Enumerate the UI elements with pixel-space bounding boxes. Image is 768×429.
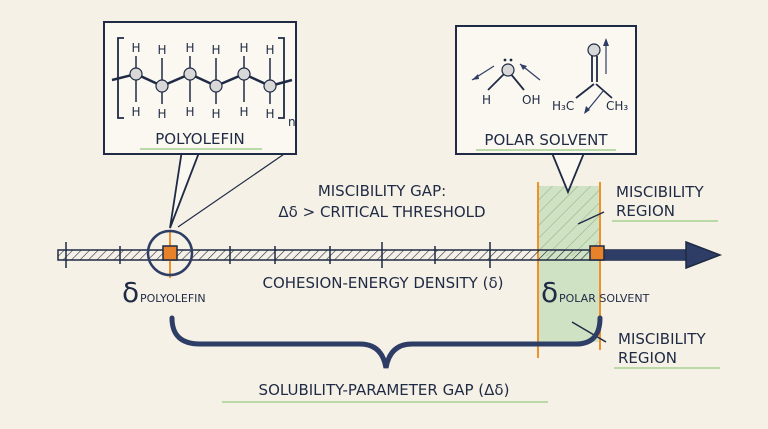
polyolefin-callout: H H H H H H H H H H H H n POLYOLEFIN <box>103 21 297 229</box>
delta-symbol: δ <box>122 276 139 309</box>
polar-solvent-title: POLAR SOLVENT <box>484 131 608 149</box>
delta-polar-solvent-label: δ POLAR SOLVENT <box>541 276 650 309</box>
repeat-subscript: n <box>288 115 296 129</box>
water-molecule: H OH <box>471 58 540 107</box>
acetone-h3c-label: H₃C <box>552 99 574 113</box>
polyolefin-title: POLYOLEFIN <box>155 130 244 148</box>
delta-polar-subscript: POLAR SOLVENT <box>559 292 650 305</box>
h-atom: H <box>211 107 220 121</box>
acetone-ch3-label: CH₃ <box>606 99 628 113</box>
polar-solvent-marker <box>589 245 605 261</box>
axis-label: COHESION-ENERGY DENSITY (δ) <box>263 274 504 292</box>
delta-axis <box>57 240 723 270</box>
gap-brace <box>169 315 603 369</box>
water-oh-label: OH <box>522 93 540 107</box>
h-atom: H <box>131 105 140 119</box>
h-atom: H <box>265 107 274 121</box>
h-atom: H <box>265 43 274 57</box>
water-h-label: H <box>482 93 491 107</box>
polar-solvent-callout: H OH H₃C CH₃ POLAR SOLVENT <box>455 25 637 195</box>
delta-symbol: δ <box>541 276 558 309</box>
miscibility-top-line1: MISCIBILITY <box>616 183 704 201</box>
h-atom: H <box>157 107 166 121</box>
h-atom: H <box>157 43 166 57</box>
polyolefin-marker <box>146 229 194 278</box>
miscibility-region-band <box>537 182 601 358</box>
miscibility-gap-condition: Δδ > CRITICAL THRESHOLD <box>278 203 485 221</box>
miscibility-region-label-bottom: MISCIBILITY REGION <box>571 321 720 369</box>
delta-polyolefin-subscript: POLYOLEFIN <box>140 292 206 305</box>
h-atom: H <box>185 105 194 119</box>
acetone-molecule: H₃C CH₃ <box>552 38 628 114</box>
h-atom: H <box>131 41 140 55</box>
miscibility-top-line2: REGION <box>616 202 675 220</box>
miscibility-bottom-line2: REGION <box>618 349 677 367</box>
h-atom: H <box>239 41 248 55</box>
miscibility-gap-title: MISCIBILITY GAP: <box>318 182 446 200</box>
solubility-gap-label: SOLUBILITY-PARAMETER GAP (Δδ) <box>259 381 510 399</box>
h-atom: H <box>211 43 220 57</box>
delta-polyolefin-label: δ POLYOLEFIN <box>122 276 206 309</box>
axis-arrowhead <box>685 240 723 270</box>
h-atom: H <box>239 105 248 119</box>
miscibility-bottom-line1: MISCIBILITY <box>618 330 706 348</box>
miscibility-region-label-top: MISCIBILITY REGION <box>577 183 718 225</box>
h-atom: H <box>185 41 194 55</box>
